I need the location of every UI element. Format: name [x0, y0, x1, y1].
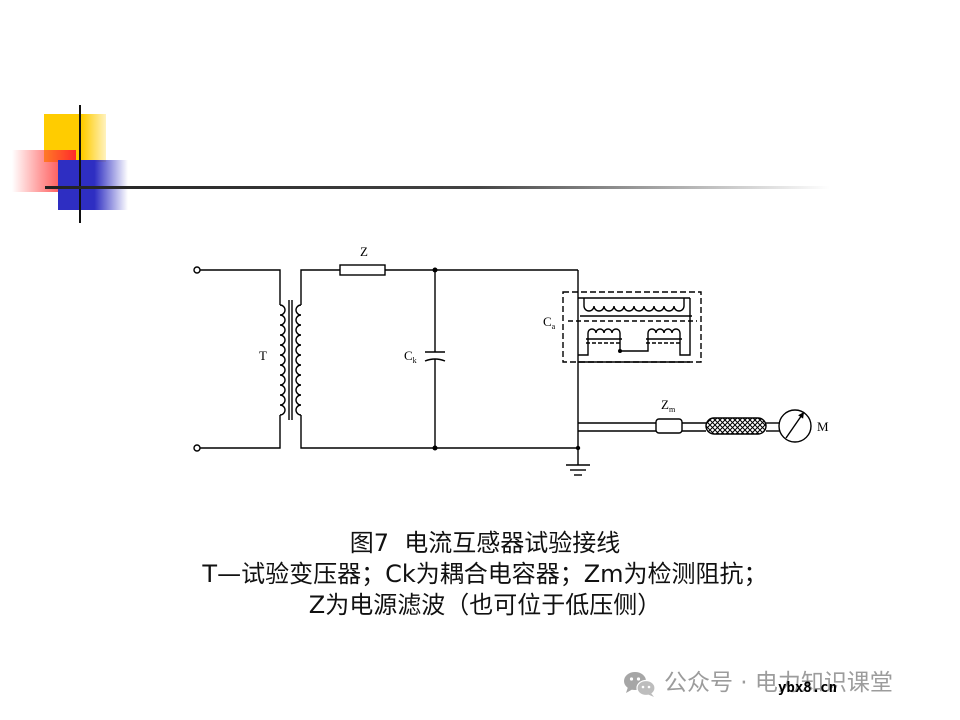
label-ca-main: C	[543, 314, 552, 329]
deco-horizontal-rule	[45, 186, 830, 189]
ca-secondary-coil-right	[647, 328, 681, 334]
label-ck-main: C	[404, 348, 413, 363]
measuring-instrument-m	[778, 409, 812, 443]
secondary-wire	[300, 269, 578, 449]
label-ca-sub: a	[552, 322, 556, 331]
primary-wire	[200, 269, 281, 449]
label-m: M	[817, 419, 829, 434]
transformer-secondary-coil	[295, 304, 302, 416]
label-zm-main: Z	[661, 397, 669, 412]
caption-line-2: T—试验变压器；Ck为耦合电容器；Zm为检测阻抗；	[202, 560, 768, 588]
label-ca: Ca	[543, 314, 556, 331]
wechat-icon	[624, 672, 656, 697]
label-z: Z	[360, 244, 368, 259]
label-zm-sub: m	[669, 405, 676, 414]
filter-resistor-z	[339, 264, 386, 276]
figure-caption: 图7 电流互感器试验接线 T—试验变压器；Ck为耦合电容器；Zm为检测阻抗； Z…	[20, 528, 950, 621]
ca-primary-coil	[583, 298, 685, 312]
deco-blue-square	[58, 160, 128, 210]
ca-connection-wire	[578, 298, 691, 356]
terminal-bottom	[193, 444, 201, 452]
junction-dot	[618, 349, 622, 353]
transformer-primary-coil	[279, 304, 286, 416]
junction-dot	[575, 445, 581, 451]
label-zm: Zm	[661, 397, 676, 414]
label-ck: Ck	[404, 348, 417, 365]
caption-line-3: Z为电源滤波（也可位于低压侧）	[308, 591, 662, 619]
meter-needle-arrow	[798, 412, 804, 419]
test-object-ca-boundary	[562, 291, 702, 363]
coaxial-cable	[705, 417, 767, 435]
label-t: T	[259, 348, 267, 363]
terminal-top	[193, 266, 201, 274]
label-ck-sub: k	[413, 356, 417, 365]
caption-title: 图7 电流互感器试验接线	[349, 529, 621, 557]
deco-vertical-rule	[79, 105, 81, 223]
ca-secondary-coil-left	[587, 328, 621, 334]
junction-dot	[432, 445, 438, 451]
detection-impedance-zm	[655, 418, 683, 434]
junction-dot	[432, 267, 438, 273]
watermark-site: ybx8.cn	[778, 680, 838, 696]
watermark-text: 公众号 · 电力知识课堂	[664, 670, 893, 696]
